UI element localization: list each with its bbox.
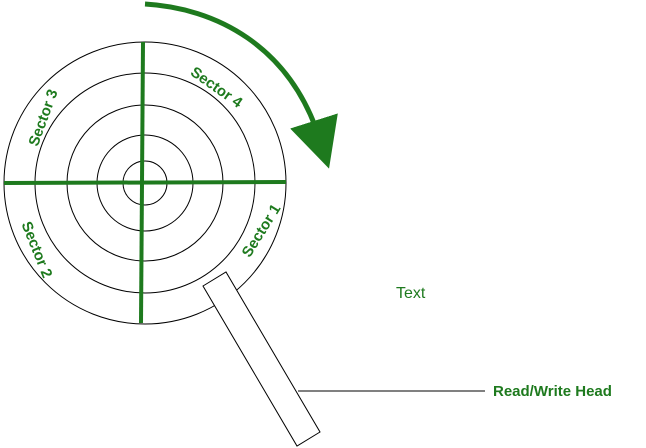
sector-label-4: Sector 4 — [187, 64, 246, 112]
sector-label-2: Sector 2 — [18, 219, 56, 280]
read-write-head-label: Read/Write Head — [493, 383, 612, 400]
text-placeholder-label: Text — [396, 285, 426, 302]
rotation-arrow-icon — [144, 1, 338, 169]
read-write-head-arm — [202, 271, 321, 447]
sector-divider-horizontal — [3, 180, 287, 185]
